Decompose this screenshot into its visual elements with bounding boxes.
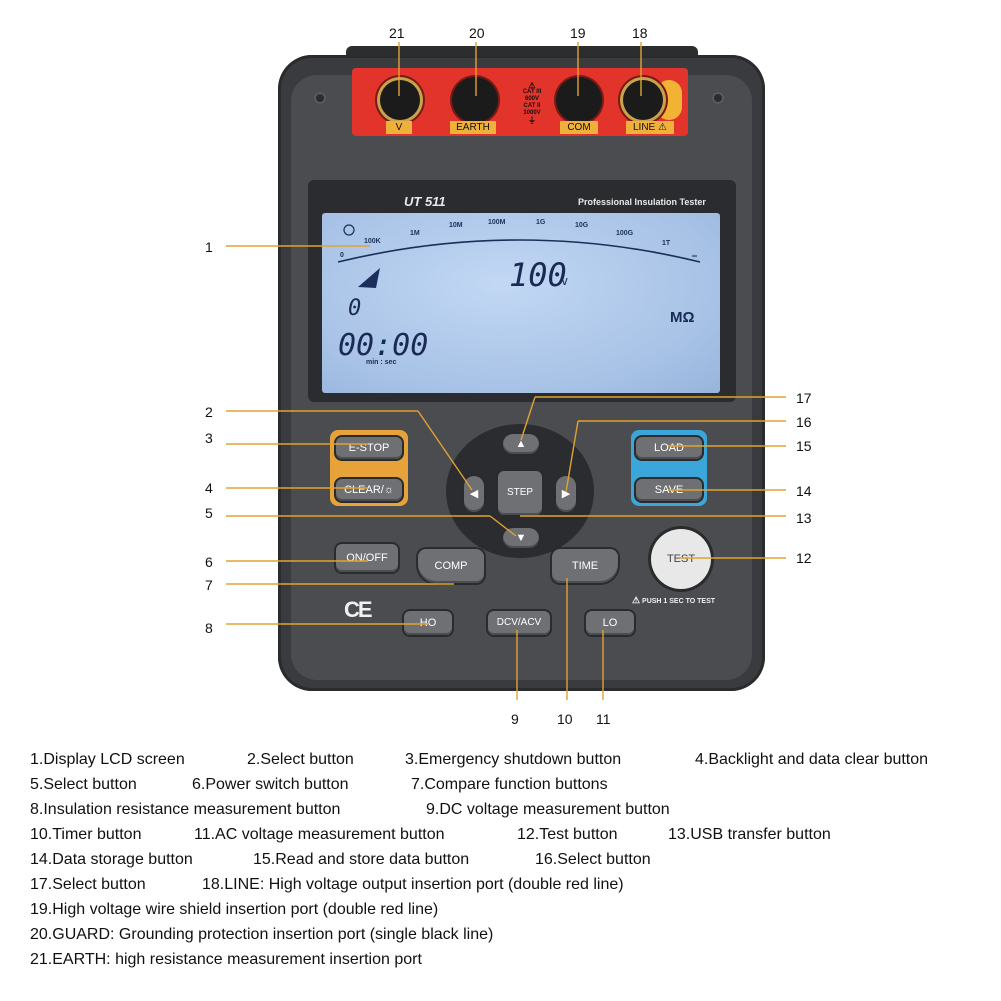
voltage-unit: v	[561, 274, 569, 288]
up-button[interactable]: ▲	[503, 434, 539, 454]
screw-icon	[314, 92, 326, 104]
callout-2: 2	[205, 404, 213, 420]
callout-10: 10	[557, 711, 573, 727]
arrow-left-icon: ◀	[469, 488, 479, 500]
scale-tick: 10G	[575, 222, 589, 229]
scale-tick: 1T	[662, 240, 671, 247]
left-button[interactable]: ◀	[464, 476, 484, 512]
legend-item: 21.EARTH: high resistance measurement in…	[30, 951, 422, 968]
legend-item: 9.DC voltage measurement button	[426, 801, 670, 818]
warning-icon: ⚠	[658, 122, 667, 133]
callout-13: 13	[796, 510, 812, 526]
legend-item: 12.Test button	[517, 826, 618, 843]
legend-item: 13.USB transfer button	[668, 826, 831, 843]
legend-item: 2.Select button	[247, 751, 354, 768]
arrow-down-icon: ▼	[515, 532, 527, 544]
model-subtitle: Professional Insulation Tester	[578, 197, 706, 207]
callout-18: 18	[632, 25, 648, 41]
com-jack[interactable]	[556, 77, 602, 123]
right-button[interactable]: ▶	[556, 476, 576, 512]
time-button[interactable]: TIME	[552, 549, 618, 583]
legend-item: 4.Backlight and data clear button	[695, 751, 929, 768]
legend-item: 8.Insulation resistance measurement butt…	[30, 801, 341, 818]
terminal-label-com: COM	[560, 121, 598, 134]
test-button[interactable]: TEST	[651, 529, 711, 589]
ground-icon: ⏚	[528, 116, 536, 125]
lo-button[interactable]: LO	[586, 611, 634, 635]
brand-label: UT 511	[404, 194, 446, 209]
legend-item: 7.Compare function buttons	[411, 776, 608, 793]
resistance-unit: MΩ	[670, 309, 695, 326]
callout-5: 5	[205, 505, 213, 521]
legend-item: 20.GUARD: Grounding protection insertion…	[30, 926, 494, 943]
legend-item: 15.Read and store data button	[253, 851, 470, 868]
legend-item: 14.Data storage button	[30, 851, 193, 868]
step-button[interactable]: STEP	[498, 471, 542, 515]
terminal-label-earth: EARTH	[450, 121, 496, 134]
scale-tick: 100K	[364, 238, 381, 245]
v-jack[interactable]	[377, 77, 423, 123]
legend-item: 1.Display LCD screen	[30, 751, 185, 768]
warning-icon: ⚠	[528, 81, 536, 90]
ce-mark-icon: CE	[344, 597, 373, 622]
arrow-up-icon: ▲	[515, 438, 527, 450]
legend-item: 3.Emergency shutdown button	[405, 751, 622, 768]
scale-tick: 100M	[488, 219, 506, 226]
callout-4: 4	[205, 480, 213, 496]
lcd-screen	[322, 213, 720, 393]
load-button[interactable]: LOAD	[636, 437, 702, 459]
legend-item: 19.High voltage wire shield insertion po…	[30, 901, 439, 918]
scale-tick: 100G	[616, 230, 634, 237]
callout-19: 19	[570, 25, 586, 41]
cat-rating: ⚠ CAT III 600V CAT II 1000V ⏚	[512, 81, 552, 125]
line-jack[interactable]	[620, 77, 666, 123]
legend-item: 11.AC voltage measurement button	[194, 826, 445, 843]
terminal-label-line: LINE ⚠	[626, 121, 674, 134]
legend-item: 10.Timer button	[30, 826, 142, 843]
terminal-label-v: V	[386, 121, 412, 134]
scale-tick: 10M	[449, 222, 463, 229]
callout-11: 11	[596, 711, 611, 727]
timer-readout: 00:00	[338, 328, 429, 363]
timer-unit: min : sec	[366, 359, 397, 366]
legend-item: 16.Select button	[535, 851, 651, 868]
down-button[interactable]: ▼	[503, 528, 539, 548]
callout-9: 9	[511, 711, 519, 727]
scale-tick: ∞	[692, 253, 697, 260]
scale-tick: 1G	[536, 219, 546, 226]
dcvacv-button[interactable]: DCV/ACV	[488, 611, 550, 635]
warning-icon: ⚠	[632, 595, 641, 605]
count-readout: 0	[348, 296, 362, 321]
callout-8: 8	[205, 620, 213, 636]
callout-21: 21	[389, 25, 405, 41]
ho-button[interactable]: HO	[404, 611, 452, 635]
legend-item: 17.Select button	[30, 876, 146, 893]
legend-item: 6.Power switch button	[192, 776, 349, 793]
callout-15: 15	[796, 438, 812, 454]
callout-14: 14	[796, 483, 812, 499]
comp-button[interactable]: COMP	[418, 549, 484, 583]
callout-3: 3	[205, 430, 213, 446]
callout-12: 12	[796, 550, 812, 566]
onoff-button[interactable]: ON/OFF	[336, 544, 398, 572]
callout-16: 16	[796, 414, 812, 430]
callout-1: 1	[205, 239, 213, 255]
save-button[interactable]: SAVE	[636, 479, 702, 501]
callout-17: 17	[796, 390, 812, 406]
clear-button[interactable]: CLEAR/☼	[336, 479, 402, 501]
legend-item: 18.LINE: High voltage output insertion p…	[202, 876, 624, 893]
scale-tick: 1M	[410, 230, 420, 237]
push-to-test-note: ⚠ PUSH 1 SEC TO TEST	[632, 595, 716, 605]
legend-item: 5.Select button	[30, 776, 137, 793]
screw-icon	[712, 92, 724, 104]
estop-button[interactable]: E-STOP	[336, 437, 402, 459]
callout-6: 6	[205, 554, 213, 570]
callout-20: 20	[469, 25, 485, 41]
scale-tick: 0	[340, 252, 344, 259]
earth-jack[interactable]	[452, 77, 498, 123]
arrow-right-icon: ▶	[561, 488, 571, 500]
callout-7: 7	[205, 577, 213, 593]
voltage-readout: 100	[509, 256, 567, 294]
